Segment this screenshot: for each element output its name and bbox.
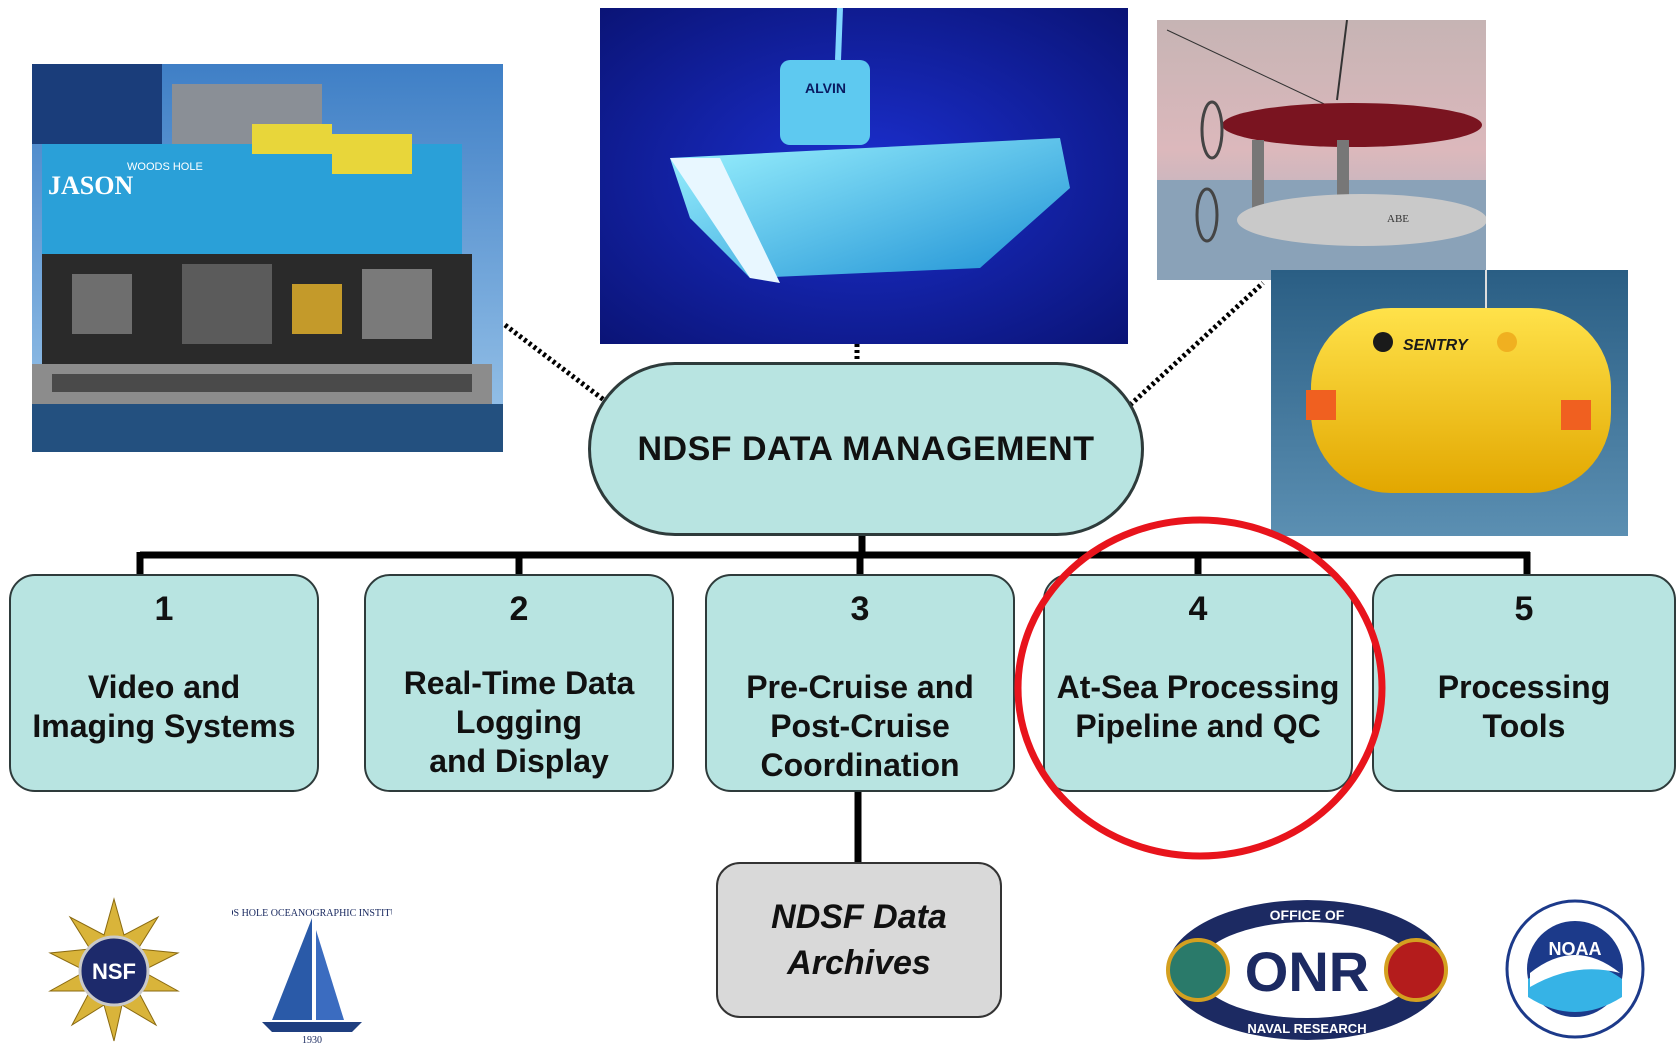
component-box-3: 3 Pre-Cruise and Post-Cruise Coordinatio… <box>705 574 1015 792</box>
alvin-sub-photo: ALVIN <box>600 8 1128 344</box>
abe-vehicle-photo: ABE <box>1157 20 1486 280</box>
component-number-1: 1 <box>154 590 174 628</box>
onr-bottom-text: NAVAL RESEARCH <box>1247 1021 1366 1036</box>
component-label-4: At-Sea Processing Pipeline and QC <box>1056 669 1340 744</box>
whoi-logo-text: WOODS HOLE OCEANOGRAPHIC INSTITUTION <box>232 908 392 919</box>
component-box-4: 4 At-Sea Processing Pipeline and QC <box>1043 574 1353 792</box>
jason-rov-photo: JASON WOODS HOLE <box>32 64 503 452</box>
component-label-1: Video and Imaging Systems <box>32 669 296 744</box>
dotted-connector-abe <box>1128 281 1265 407</box>
root-node-label: NDSF DATA MANAGEMENT <box>637 429 1095 468</box>
component-box-1: 1 Video and Imaging Systems <box>9 574 319 792</box>
dotted-connector-jason <box>503 323 606 402</box>
jason-side-text: WOODS HOLE <box>127 161 203 173</box>
noaa-logo: NOAA <box>1505 899 1645 1039</box>
component-label-3: Pre-Cruise and Post-Cruise Coordination <box>746 669 974 783</box>
nsf-logo: NSF <box>48 897 180 1042</box>
sentry-hull-text: SENTRY <box>1403 337 1469 354</box>
component-box-5: 5 Processing Tools <box>1372 574 1676 792</box>
component-number-3: 3 <box>850 590 870 628</box>
noaa-logo-text: NOAA <box>1549 939 1602 959</box>
component-label-2: Real-Time Data Logging and Display <box>403 665 635 779</box>
component-label-5: Processing Tools <box>1437 669 1611 744</box>
root-node-ndsf-data-management: NDSF DATA MANAGEMENT <box>588 362 1144 536</box>
onr-top-text: OFFICE OF <box>1270 907 1345 923</box>
component-number-5: 5 <box>1514 590 1534 628</box>
component-number-2: 2 <box>509 590 529 628</box>
component-box-2: 2 Real-Time Data Logging and Display <box>364 574 674 792</box>
jason-hull-text: JASON <box>48 171 133 200</box>
abe-hull-text: ABE <box>1387 213 1409 225</box>
archive-box: NDSF Data Archives <box>716 862 1002 1018</box>
archive-label: NDSF Data Archives <box>771 898 947 982</box>
highlight-circle <box>1014 516 1386 860</box>
nsf-logo-text: NSF <box>92 959 136 984</box>
whoi-logo-year: 1930 <box>302 1035 322 1045</box>
sentry-vehicle-photo: SENTRY <box>1271 270 1628 536</box>
alvin-tower-text: ALVIN <box>805 80 846 96</box>
whoi-logo: WOODS HOLE OCEANOGRAPHIC INSTITUTION 193… <box>232 908 392 1045</box>
component-number-4: 4 <box>1188 590 1208 628</box>
onr-center-text: ONR <box>1245 940 1369 1003</box>
onr-logo: OFFICE OF ONR NAVAL RESEARCH <box>1158 895 1456 1045</box>
